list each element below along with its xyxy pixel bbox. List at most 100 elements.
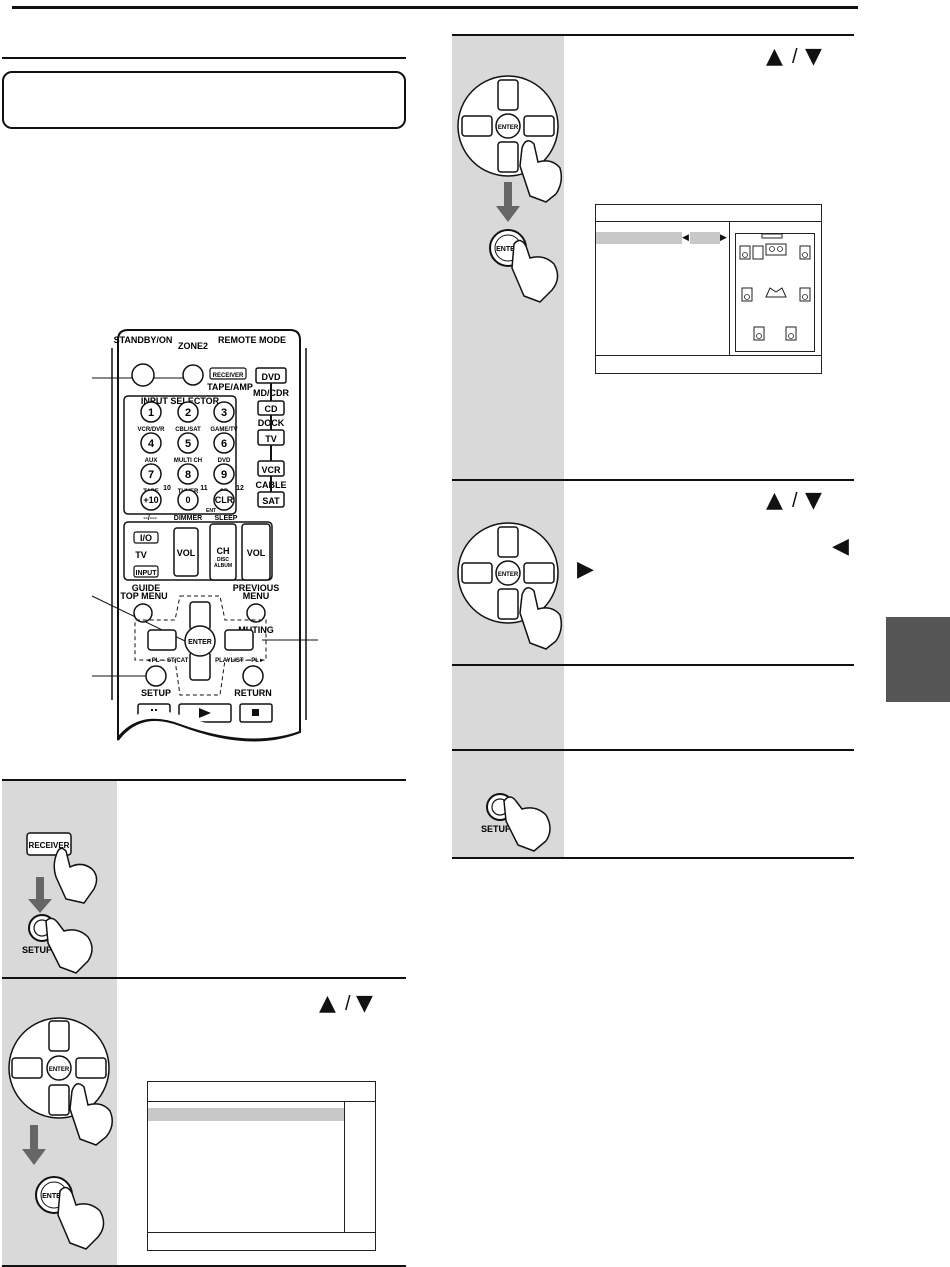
digit-number: 2 xyxy=(185,407,191,419)
step4-illustration: ENTER xyxy=(452,481,564,664)
digit-button xyxy=(177,432,199,454)
digit-button xyxy=(177,463,199,485)
dpad-icon: ENTER xyxy=(8,1017,110,1119)
remote-mode-label: REMOTE MODE xyxy=(218,335,286,345)
tv-vol-label: VOL xyxy=(177,548,196,558)
dvd-mode-label: DVD xyxy=(261,372,281,382)
sleep-label: SLEEP xyxy=(215,515,238,522)
step4-left-arrow: ◀ xyxy=(832,534,849,559)
digit-caption: MULTI CH xyxy=(174,458,202,464)
digit-caption: DVD xyxy=(218,458,231,464)
digit-number: 9 xyxy=(221,469,227,481)
digit-number: 5 xyxy=(185,438,191,450)
dpad-enter-label: ENTER xyxy=(498,572,519,578)
digit-caption: GAME/TV xyxy=(210,427,237,433)
digit-button xyxy=(177,401,199,423)
step4-up-arrow: ▲ xyxy=(766,488,783,513)
digit-caption: AUX xyxy=(145,458,158,464)
tape-amp-label: TAPE/AMP xyxy=(207,382,253,392)
vcr-mode-label: VCR xyxy=(261,465,281,475)
previous-label: PREVIOUS xyxy=(233,583,280,593)
digit-caption: VCR/DVR xyxy=(137,427,165,433)
step3-down-arrow: ▼ xyxy=(805,44,822,69)
cd-mode-label: CD xyxy=(265,404,278,414)
digit-button xyxy=(213,463,235,485)
step2-slash: / xyxy=(345,993,351,1015)
step3-illustration: ENTER ENTER xyxy=(452,36,564,479)
dpad-enter-label: ENTER xyxy=(49,1067,70,1073)
digit-number: 4 xyxy=(148,438,155,450)
digit-number: 7 xyxy=(148,469,154,481)
step6-top-rule xyxy=(452,749,854,751)
step2-illustration: ENTER ENTER xyxy=(2,979,117,1265)
enter-button-label: ENTER xyxy=(42,1193,66,1200)
dimmer-label: DIMMER xyxy=(174,515,202,522)
ch-label: CH xyxy=(217,546,230,556)
digit-button xyxy=(140,432,162,454)
digit-number: 1 xyxy=(148,407,154,419)
step5-panel xyxy=(452,666,564,749)
step6-illustration: SETUP xyxy=(452,751,564,857)
osd-selected-row xyxy=(148,1108,344,1121)
digit-number: 3 xyxy=(221,407,227,419)
digit-button xyxy=(213,401,235,423)
dpad-enter-label: ENTER xyxy=(498,125,519,131)
plus10-label: +10 xyxy=(143,495,158,505)
muting-label: MUTING xyxy=(238,625,274,635)
zero-label: 0 xyxy=(185,495,190,505)
tv-power-label: I/O xyxy=(140,533,152,543)
section-rule xyxy=(2,57,406,59)
step4-right-arrow: ▶ xyxy=(577,557,594,582)
heading-box xyxy=(2,71,406,129)
guide-label: GUIDE xyxy=(132,583,161,593)
remote-illustration: STANDBY/ON ZONE2 REMOTE MODE RECEIVER TA… xyxy=(0,300,420,760)
step2-down-arrow: ▼ xyxy=(356,991,373,1016)
sat-mode-label: SAT xyxy=(262,496,280,506)
top-menu-label: TOP MENU xyxy=(120,591,167,601)
setup-button-label: SETUP xyxy=(481,824,511,834)
osd-left-arrow-icon: ◀ xyxy=(682,233,689,243)
tv-label: TV xyxy=(135,550,147,560)
pl-st-cat-label: ◄PL— ST/CAT xyxy=(146,658,189,664)
osd-selected-row xyxy=(596,232,682,244)
input-selector-label: INPUT SELECTOR xyxy=(141,396,220,406)
num10-label: 10 xyxy=(163,485,171,492)
step2-top-rule xyxy=(2,977,406,979)
clr-label: CLR xyxy=(215,495,234,505)
step4-slash: / xyxy=(792,490,798,512)
step4-top-rule xyxy=(452,479,854,481)
step5-top-rule xyxy=(452,664,854,666)
menu-label: MENU xyxy=(243,591,270,601)
step3-top-rule xyxy=(452,34,854,36)
step1-illustration: RECEIVER SETUP xyxy=(2,781,117,977)
digit-button xyxy=(213,432,235,454)
enter-button-label: ENTER xyxy=(496,246,520,253)
ent-label: ENT xyxy=(206,508,216,514)
return-label: RETURN xyxy=(234,688,272,698)
digit-caption: CBL/SAT xyxy=(175,427,201,433)
receiver-button-label: RECEIVER xyxy=(29,841,70,850)
vol-label: VOL xyxy=(247,548,266,558)
step3-slash: / xyxy=(792,46,798,68)
receiver-mode-label: RECEIVER xyxy=(213,373,244,379)
setup-label: SETUP xyxy=(141,688,171,698)
page-top-rule xyxy=(12,6,858,9)
zone2-label: ZONE2 xyxy=(178,341,208,351)
osd-selected-value xyxy=(690,232,720,244)
setup-button-label: SETUP xyxy=(22,945,52,955)
step6-bottom-rule xyxy=(452,857,854,859)
num11-label: 11 xyxy=(200,485,208,492)
step4-down-arrow: ▼ xyxy=(805,488,822,513)
playlist-label: PLAYLIST —PL► xyxy=(215,658,265,664)
step2-up-arrow: ▲ xyxy=(319,991,336,1016)
num12-label: 12 xyxy=(236,485,244,492)
chapter-tab xyxy=(886,617,950,702)
osd-menu-screen xyxy=(147,1081,376,1251)
step1-top-rule xyxy=(2,779,406,781)
digit-number: 8 xyxy=(185,469,191,481)
step3-up-arrow: ▲ xyxy=(766,44,783,69)
digit-button xyxy=(140,463,162,485)
digit-button xyxy=(140,401,162,423)
step2-bottom-rule xyxy=(2,1265,406,1267)
